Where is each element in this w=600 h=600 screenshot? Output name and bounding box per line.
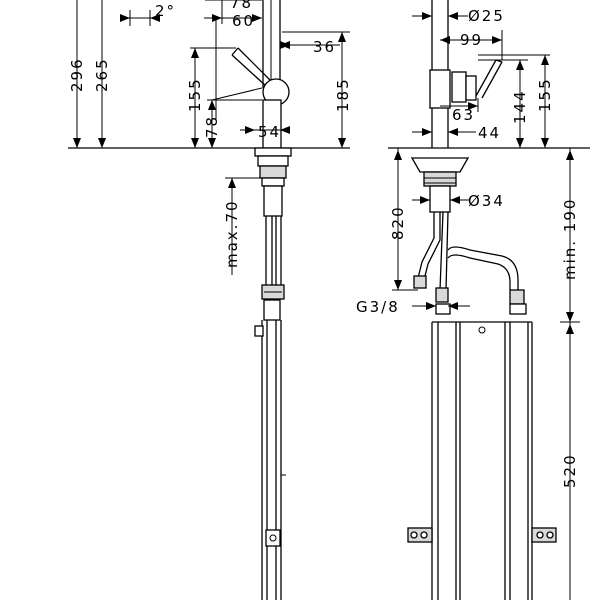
dim-63: 63 <box>452 106 475 124</box>
dim-820: 820 <box>389 205 407 240</box>
dim-99: 99 <box>460 31 483 49</box>
right-handle <box>451 59 503 103</box>
dim-265: 265 <box>93 57 111 92</box>
left-dimensions: 296 265 2° 78 60 36 185 <box>68 0 352 275</box>
left-handle <box>231 47 271 87</box>
left-base <box>254 147 292 217</box>
dim-520: 520 <box>561 453 579 488</box>
right-rails <box>407 303 557 600</box>
dim-60: 60 <box>232 12 255 30</box>
dim-max-70: max.70 <box>223 199 241 268</box>
dim-diameter-34: Ø34 <box>468 192 505 210</box>
dim-185: 185 <box>334 77 352 112</box>
dim-155-right: 155 <box>536 77 554 112</box>
right-dimensions: Ø25 99 144 155 63 44 <box>356 7 580 600</box>
right-spout-column <box>429 0 451 148</box>
right-base <box>410 157 470 213</box>
dim-144: 144 <box>511 89 529 124</box>
dim-36: 36 <box>313 38 336 56</box>
dim-diameter-25: Ø25 <box>468 7 505 25</box>
dim-54: 54 <box>258 123 281 141</box>
dim-2-degree: 2° <box>155 2 176 20</box>
left-view <box>231 0 292 600</box>
dim-78-left: 78 <box>203 115 221 138</box>
dim-78-top: 78 <box>230 0 253 12</box>
dim-g3-8: G3/8 <box>356 298 400 316</box>
right-view <box>407 0 557 600</box>
dim-155-left: 155 <box>186 77 204 112</box>
dim-296: 296 <box>68 57 86 92</box>
left-rails <box>254 299 286 600</box>
left-hoses <box>261 216 285 300</box>
dim-44: 44 <box>478 124 501 142</box>
dim-min-190: min. 190 <box>561 198 579 280</box>
right-hoses <box>413 211 525 305</box>
